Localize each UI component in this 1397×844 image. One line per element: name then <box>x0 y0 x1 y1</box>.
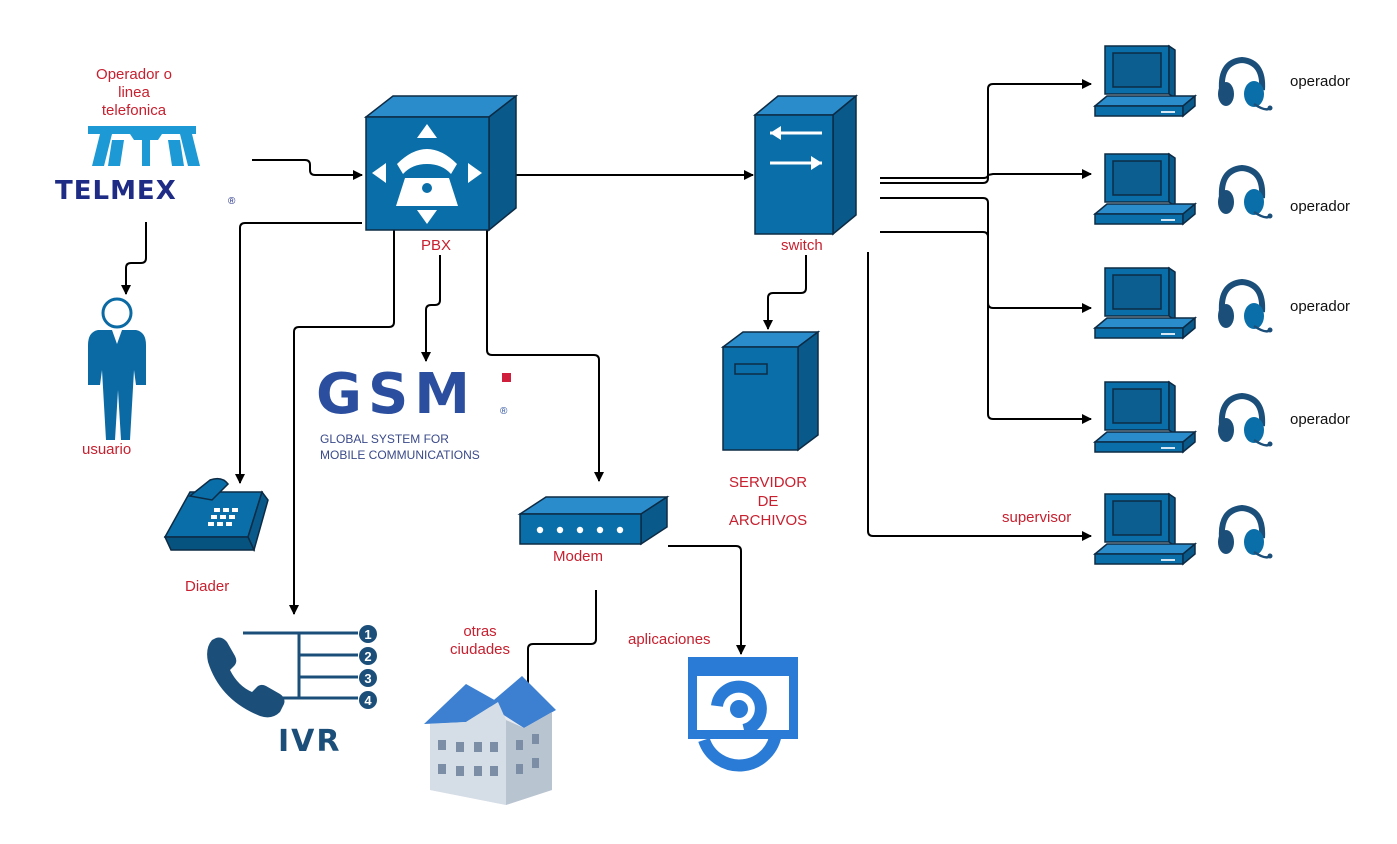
connector-telmex-pbx <box>252 159 363 180</box>
telmex-logo-icon <box>88 126 200 166</box>
connector-pbx-gsm <box>421 255 441 362</box>
operador-1-headset-icon <box>1218 56 1273 111</box>
operador-label-4: operador <box>1290 411 1351 428</box>
operador-4-computer-icon <box>1092 380 1198 454</box>
supervisor-computer-icon <box>1092 492 1198 566</box>
operador-2-headset-icon <box>1218 164 1273 219</box>
supervisor-label: supervisor <box>1002 509 1072 526</box>
diader-phone-icon <box>163 477 269 553</box>
connector-switch-operador-1 <box>880 79 1092 184</box>
telmex-caption: Operador o linea telefonica <box>96 66 172 119</box>
modem-icon <box>517 495 670 546</box>
diader-label: Diader <box>185 578 230 595</box>
pbx-icon <box>363 94 519 232</box>
connector-telmex-usuario <box>121 222 147 295</box>
telmex-registered-mark: ® <box>228 196 236 207</box>
operador-label-1: operador <box>1290 73 1351 90</box>
gsm-logo-text: GSM <box>316 362 477 427</box>
connector-switch-operador-3 <box>880 197 1092 313</box>
operador-4-headset-icon <box>1218 392 1273 447</box>
switch-icon <box>752 94 859 236</box>
operador-1-computer-icon <box>1092 44 1198 118</box>
modem-label: Modem <box>553 548 604 565</box>
workstations <box>1092 44 1273 566</box>
aplicaciones-label: aplicaciones <box>628 631 711 648</box>
ivr-option-3: 3 <box>364 671 371 686</box>
server-icon <box>720 330 821 452</box>
ivr-option-4: 4 <box>364 693 372 708</box>
operador-label-2: operador <box>1290 198 1351 215</box>
pbx-label: PBX <box>421 237 452 254</box>
connector-switch-operador-4 <box>880 231 1092 424</box>
operador-2-computer-icon <box>1092 152 1198 226</box>
operador-label-3: operador <box>1290 298 1351 315</box>
gsm-subtitle: GLOBAL SYSTEM FOR MOBILE COMMUNICATIONS <box>320 432 480 462</box>
supervisor-headset-icon <box>1218 504 1273 559</box>
connector-pbx-diader <box>235 222 362 484</box>
gsm-logo-accent <box>502 373 511 382</box>
usuario-label: usuario <box>82 441 132 458</box>
connector-pbx-ivr <box>289 230 395 615</box>
ivr-option-2: 2 <box>364 649 371 664</box>
switch-label: switch <box>781 237 823 254</box>
connector-pbx-modem <box>486 230 604 482</box>
usuario-person-icon <box>88 297 146 440</box>
ivr-icon: 1 2 3 4 <box>207 625 377 718</box>
gsm-registered-mark: ® <box>500 406 508 417</box>
aplicaciones-icon <box>688 657 798 772</box>
telmex-logo-text: TELMEX <box>55 176 177 206</box>
building-icon <box>424 676 556 805</box>
otras-ciudades-label: otras ciudades <box>449 623 511 658</box>
connector-switch-supervisor <box>867 252 1092 541</box>
ivr-label: IVR <box>278 724 342 759</box>
connector-modem-aplicaciones <box>668 545 746 655</box>
connector-switch-server <box>763 255 807 330</box>
connectors <box>121 79 1092 697</box>
servidor-label: SERVIDOR DE ARCHIVOS <box>728 474 808 529</box>
operador-3-headset-icon <box>1218 278 1273 333</box>
connector-modem-ciudades <box>523 590 597 697</box>
connector-switch-operador-2 <box>880 169 1092 179</box>
ivr-option-1: 1 <box>364 627 371 642</box>
operador-3-computer-icon <box>1092 266 1198 340</box>
